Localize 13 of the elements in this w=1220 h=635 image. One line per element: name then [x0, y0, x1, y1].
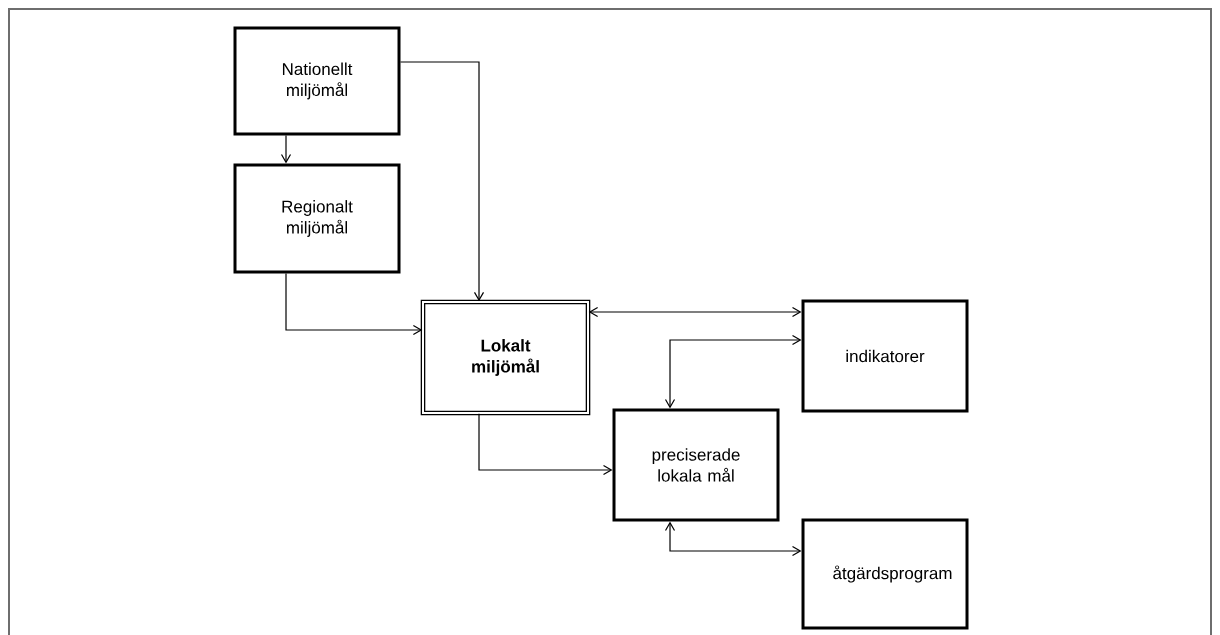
arrow — [588, 306, 802, 318]
goal-box: Lokalt miljömål — [420, 299, 591, 416]
arrow — [664, 334, 802, 409]
arrow — [664, 521, 802, 557]
goal-box: Nationellt miljömål — [233, 26, 401, 136]
goal-box: åtgärdsprogram — [801, 518, 969, 630]
arrow — [280, 134, 292, 164]
arrow — [399, 61, 485, 302]
goal-box: Regionalt miljömål — [233, 163, 401, 274]
arrow — [285, 272, 423, 336]
arrow — [478, 413, 613, 476]
goal-box: indikatorer — [801, 299, 969, 413]
goal-box: preciserade lokala mål — [612, 408, 780, 522]
